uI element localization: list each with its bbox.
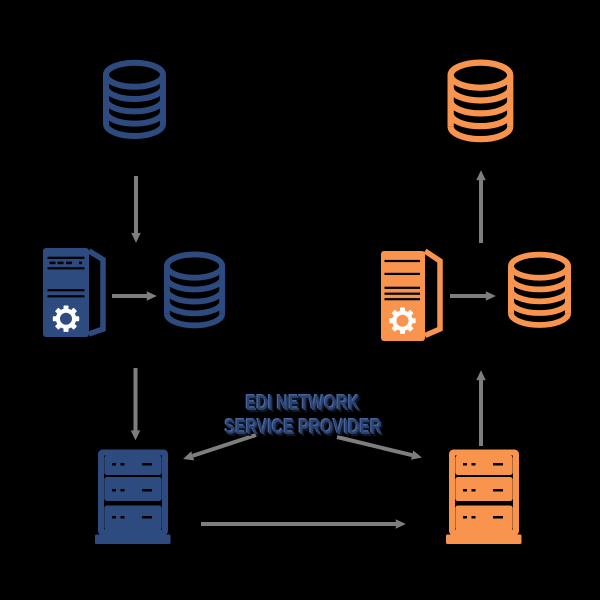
svg-text:SERVICE PROVIDER: SERVICE PROVIDER [224, 413, 381, 437]
svg-text:SERVICE PROVIDER: SERVICE PROVIDER [225, 415, 382, 439]
svg-text:EDI NETWORK: EDI NETWORK [245, 389, 359, 413]
svg-text:SERVICE PROVIDER: SERVICE PROVIDER [227, 417, 384, 441]
svg-text:EDI NETWORK: EDI NETWORK [248, 393, 362, 417]
svg-text:EDI NETWORK: EDI NETWORK [246, 391, 360, 415]
